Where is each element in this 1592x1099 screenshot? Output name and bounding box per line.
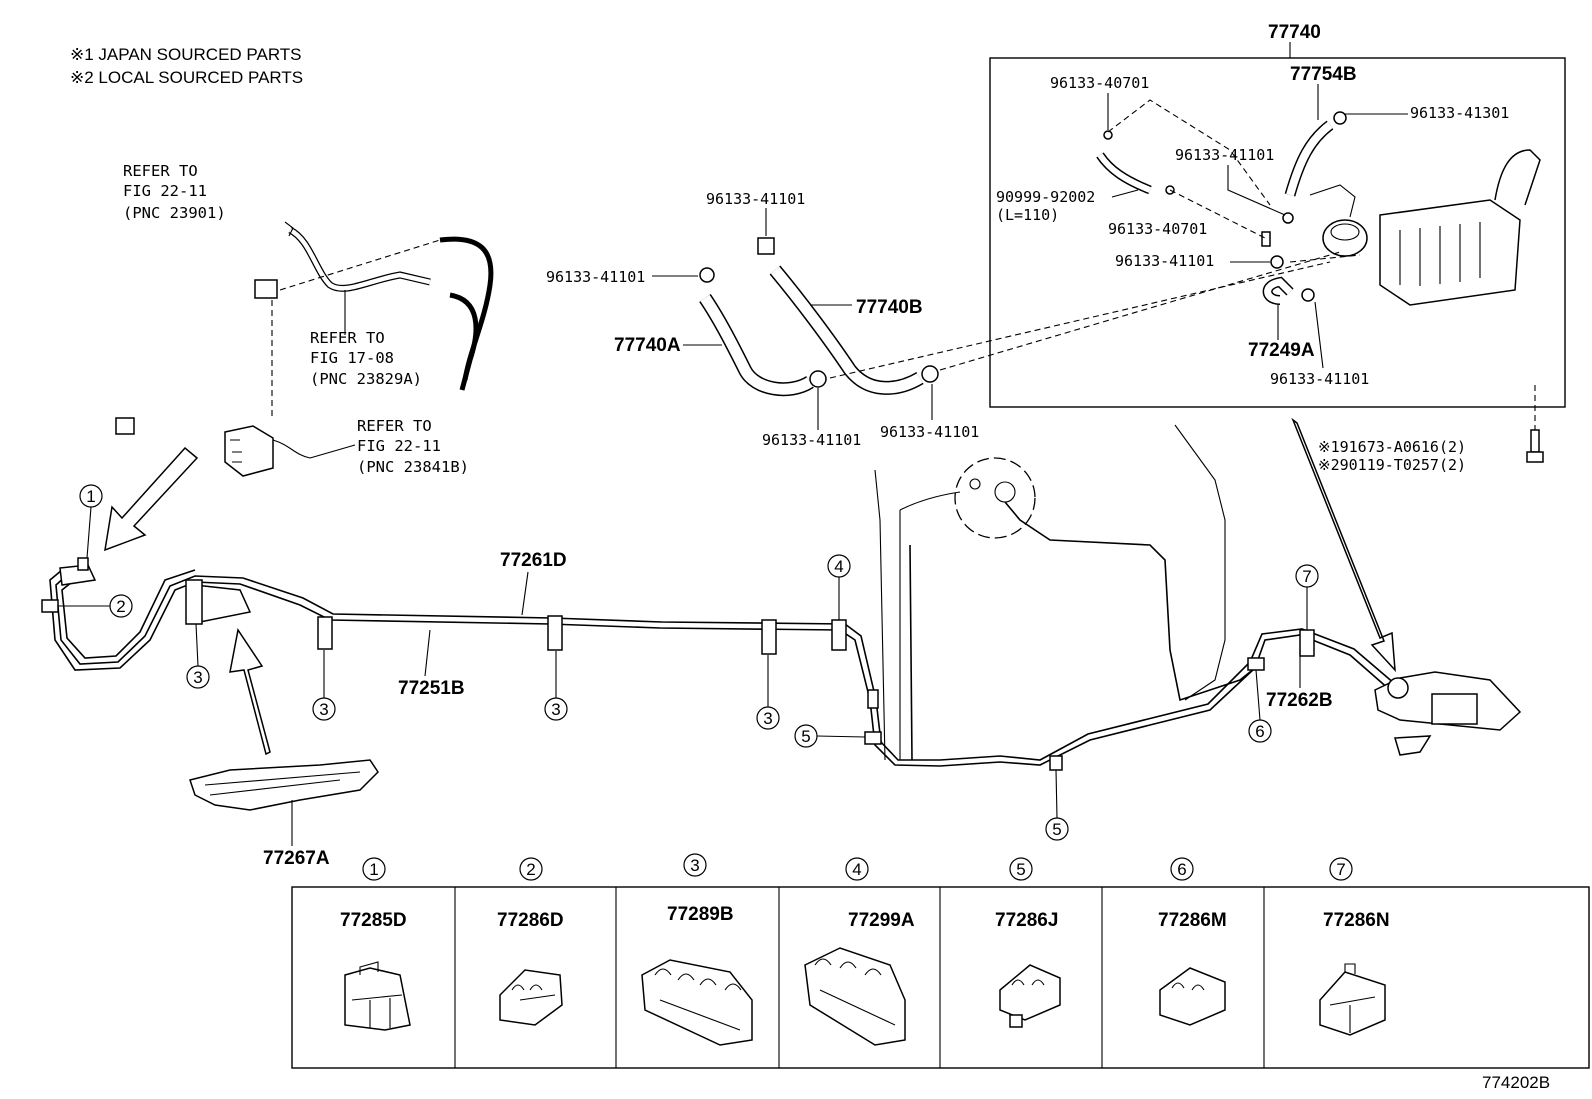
svg-text:77285D: 77285D — [340, 910, 407, 931]
svg-text:(PNC 23829A): (PNC 23829A) — [310, 370, 422, 388]
callout-3a: 3 — [186, 623, 210, 689]
fuel-tank-outline — [874, 424, 1256, 761]
label-hose-clip-96133-41101-top: 96133-41101 — [706, 190, 805, 208]
label-96133-40701-a: 96133-40701 — [1050, 74, 1149, 92]
label-90999-92002: 90999-92002 — [996, 188, 1095, 206]
callout-6: 6 — [1248, 669, 1272, 743]
svg-text:77286M: 77286M — [1158, 910, 1227, 931]
label-77249A: 77249A — [1248, 340, 1315, 361]
clamp-table — [291, 886, 1590, 1069]
svg-text:2: 2 — [526, 860, 535, 879]
label-96133-41101-b: 96133-41101 — [1115, 252, 1214, 270]
clamp-cell-1: 1 77285D — [340, 857, 411, 1031]
clamp-cell-2: 2 77286D — [497, 857, 564, 1026]
label-bolt-japan: ※191673-A0616(2) — [1318, 438, 1466, 456]
svg-text:REFER TO: REFER TO — [357, 417, 432, 435]
svg-text:REFER TO: REFER TO — [310, 329, 385, 347]
svg-text:3: 3 — [193, 668, 202, 687]
label-96133-41301: 96133-41301 — [1410, 104, 1509, 122]
svg-text:3: 3 — [690, 856, 699, 875]
label-bolt-local: ※290119-T0257(2) — [1318, 456, 1466, 474]
svg-text:(PNC 23901): (PNC 23901) — [123, 204, 226, 222]
svg-text:3: 3 — [763, 709, 772, 728]
svg-text:6: 6 — [1177, 860, 1186, 879]
label-hose-clip-96133-41101-left: 96133-41101 — [546, 268, 645, 286]
vent-hoses-drawing — [699, 237, 1341, 397]
svg-text:5: 5 — [1016, 860, 1025, 879]
label-length-110: (L=110) — [996, 206, 1059, 224]
svg-text:77286D: 77286D — [497, 910, 564, 931]
pipe-protector-drawing — [189, 759, 379, 811]
callout-3b: 3 — [312, 650, 336, 721]
svg-text:FIG 17-08: FIG 17-08 — [310, 349, 394, 367]
clamp-cell-5: 5 77286J — [995, 857, 1061, 1028]
arrow-to-inlet — [104, 446, 199, 552]
callout-5a: 5 — [794, 724, 866, 748]
refer-fig-22-11-top: REFER TO FIG 22-11 (PNC 23901) — [123, 162, 226, 222]
bolt-icon — [1526, 385, 1544, 463]
svg-text:4: 4 — [852, 860, 861, 879]
label-77740B: 77740B — [856, 297, 923, 318]
callout-1: 1 — [79, 484, 103, 559]
svg-text:REFER TO: REFER TO — [123, 162, 198, 180]
svg-text:77289B: 77289B — [667, 904, 734, 925]
label-96133-41101-c: 96133-41101 — [1270, 370, 1369, 388]
clamp-cell-6: 6 77286M — [1158, 857, 1227, 1026]
label-hose-clip-96133-41101-br: 96133-41101 — [880, 423, 979, 441]
svg-text:(PNC 23841B): (PNC 23841B) — [357, 458, 469, 476]
clamp-cell-7: 7 77286N — [1319, 857, 1390, 1036]
svg-text:7: 7 — [1302, 567, 1311, 586]
label-77754B: 77754B — [1290, 64, 1357, 85]
label-96133-40701-b: 96133-40701 — [1108, 220, 1207, 238]
figure-id: 774202B — [1482, 1073, 1550, 1092]
callout-3c: 3 — [544, 651, 568, 721]
canister-box — [989, 57, 1566, 408]
note-local-sourced: ※2 LOCAL SOURCED PARTS — [70, 68, 303, 87]
svg-text:FIG 22-11: FIG 22-11 — [357, 437, 441, 455]
svg-text:4: 4 — [834, 557, 843, 576]
refer-fig-17-08: REFER TO FIG 17-08 (PNC 23829A) — [310, 290, 422, 388]
label-77261D: 77261D — [500, 550, 567, 571]
canister-drawing — [1096, 99, 1541, 306]
callout-3d: 3 — [756, 655, 780, 730]
svg-text:3: 3 — [551, 700, 560, 719]
canister-assembly-label: 77740 — [1268, 22, 1321, 43]
callout-2: 2 — [58, 594, 133, 618]
svg-text:7: 7 — [1336, 860, 1345, 879]
svg-text:77299A: 77299A — [848, 910, 915, 931]
clamp-cell-3: 3 77289B — [641, 853, 753, 1046]
svg-text:6: 6 — [1255, 722, 1264, 741]
arrow-to-protector — [229, 628, 271, 756]
filler-hose-drawing — [115, 221, 494, 477]
refer-fig-22-11-mid: REFER TO FIG 22-11 (PNC 23841B) — [309, 417, 469, 476]
svg-text:3: 3 — [319, 700, 328, 719]
label-96133-41101-a: 96133-41101 — [1175, 146, 1274, 164]
svg-text:1: 1 — [369, 860, 378, 879]
svg-text:77286N: 77286N — [1323, 910, 1390, 931]
svg-text:2: 2 — [116, 597, 125, 616]
callout-4: 4 — [827, 554, 851, 620]
svg-text:FIG 22-11: FIG 22-11 — [123, 182, 207, 200]
clamp-cell-4: 4 77299A — [804, 857, 915, 1046]
svg-text:5: 5 — [801, 727, 810, 746]
svg-text:1: 1 — [86, 487, 95, 506]
label-77251B: 77251B — [398, 678, 465, 699]
label-hose-clip-96133-41101-bl: 96133-41101 — [762, 431, 861, 449]
callout-5b: 5 — [1045, 769, 1069, 841]
arrow-to-canister — [1291, 417, 1396, 673]
svg-text:5: 5 — [1052, 820, 1061, 839]
svg-text:77286J: 77286J — [995, 910, 1058, 931]
note-japan-sourced: ※1 JAPAN SOURCED PARTS — [70, 45, 302, 64]
label-77262B: 77262B — [1266, 690, 1333, 711]
label-77740A: 77740A — [614, 335, 681, 356]
fuel-pipes — [49, 557, 1522, 767]
label-77267A: 77267A — [263, 848, 330, 869]
callout-7: 7 — [1295, 564, 1319, 630]
